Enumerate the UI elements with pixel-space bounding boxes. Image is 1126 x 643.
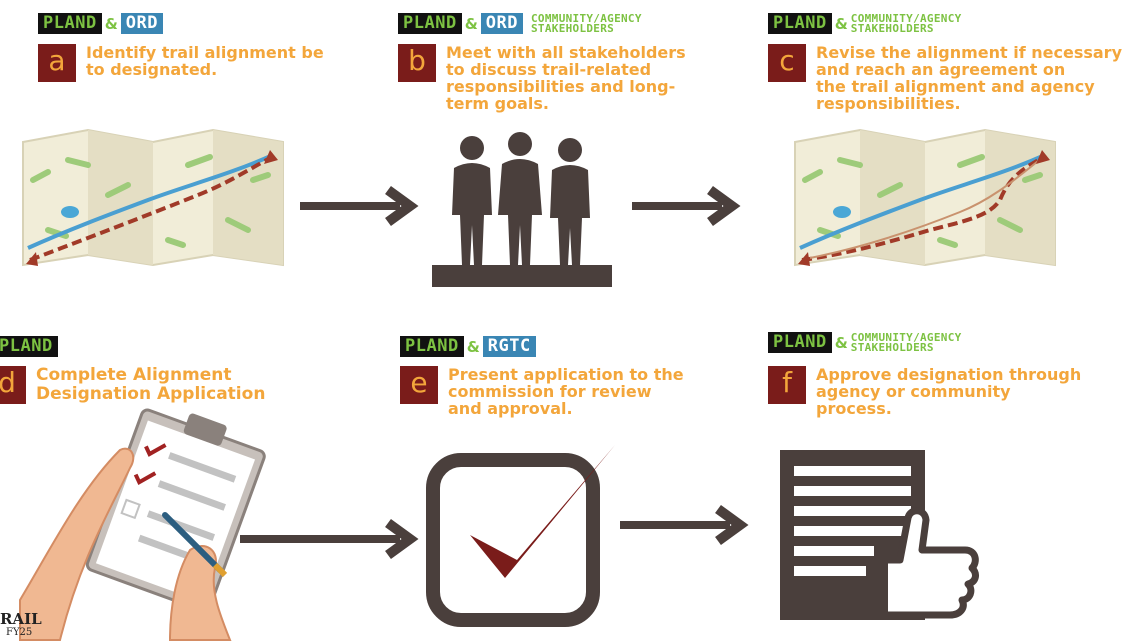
step-b-tags: PLAND & ORD COMMUNITY/AGENCY STAKEHOLDER… [398,13,642,34]
step-a-letter: a [38,44,76,82]
step-f-letter: f [768,366,806,404]
footer-logo: RAIL FY25 [0,610,42,639]
step-c-line: the trail alignment and agency [816,77,1095,96]
step-a-line: Identify trail alignment be [86,43,324,62]
step-e-letter: e [400,366,438,404]
tag-pland: PLAND [38,13,102,34]
step-a-description: Identify trail alignment be to designate… [86,44,324,78]
community-line: STAKEHOLDERS [850,21,934,35]
community-line: COMMUNITY/AGENCY [531,11,642,25]
community-line: COMMUNITY/AGENCY [850,330,962,344]
step-c-line: Revise the alignment if necessary [816,43,1122,62]
step-d-description: Complete Alignment Designation Applicati… [36,366,265,404]
tag-pland: PLAND [398,13,462,34]
community-stakeholders-label: COMMUNITY/AGENCY STAKEHOLDERS [850,330,962,354]
map-icon [22,128,284,267]
community-line: STAKEHOLDERS [850,340,934,354]
ampersand: & [464,14,478,33]
step-f-line: agency or community [816,382,1011,401]
step-d-tags: PLAND [0,336,58,357]
step-e-line: and approval. [448,399,573,418]
step-b-line: responsibilities and long- [446,77,676,96]
arrow-right-icon [240,518,419,560]
footer-line2: FY25 [6,627,33,638]
clipboard-checklist-icon [19,408,266,641]
tag-pland: PLAND [0,336,58,357]
step-b-line: Meet with all stakeholders [446,43,686,62]
map-revised-icon [794,128,1056,267]
people-silhouette-icon [432,132,612,287]
step-c-line: responsibilities. [816,94,961,113]
ampersand: & [466,337,480,356]
tag-ord: ORD [480,13,523,34]
step-f-line: Approve designation through [816,365,1082,384]
step-e-line: Present application to the [448,365,684,384]
step-c-tags: PLAND & COMMUNITY/AGENCY STAKEHOLDERS [768,13,962,34]
step-d-line: Complete Alignment [36,365,232,385]
step-f-line: process. [816,399,892,418]
step-f-description: Approve designation through agency or co… [816,366,1081,417]
step-b-line: to discuss trail-related [446,60,652,79]
step-c-description: Revise the alignment if necessary and re… [816,44,1122,112]
arrow-right-icon [620,504,749,546]
tag-rgtc: RGTC [482,336,536,357]
ampersand: & [834,333,848,352]
step-b-line: term goals. [446,94,549,113]
community-stakeholders-label: COMMUNITY/AGENCY STAKEHOLDERS [531,11,642,35]
step-a-line: to designated. [86,60,218,79]
arrow-right-icon [300,185,419,227]
step-e-description: Present application to the commission fo… [448,366,684,417]
step-d-letter: d [0,366,26,404]
step-b-letter: b [398,44,436,82]
ampersand: & [834,14,848,33]
community-line: COMMUNITY/AGENCY [850,11,962,25]
step-a-tags: PLAND & ORD [38,13,163,34]
footer-line1: RAIL [0,610,42,628]
step-e-tags: PLAND & RGTC [400,336,536,357]
tag-ord: ORD [120,13,163,34]
tag-pland: PLAND [768,332,832,353]
step-c-line: and reach an agreement on [816,60,1066,79]
step-b-description: Meet with all stakeholders to discuss tr… [446,44,686,112]
step-f-tags: PLAND & COMMUNITY/AGENCY STAKEHOLDERS [768,332,962,353]
arrow-right-icon [632,185,741,227]
document-approval-icon [780,450,979,620]
checkbox-icon [426,445,615,627]
community-line: STAKEHOLDERS [531,21,615,35]
step-e-line: commission for review [448,382,652,401]
ampersand: & [104,14,118,33]
step-c-letter: c [768,44,806,82]
tag-pland: PLAND [768,13,832,34]
tag-pland: PLAND [400,336,464,357]
step-d-line: Designation Application [36,384,266,404]
community-stakeholders-label: COMMUNITY/AGENCY STAKEHOLDERS [850,11,962,35]
